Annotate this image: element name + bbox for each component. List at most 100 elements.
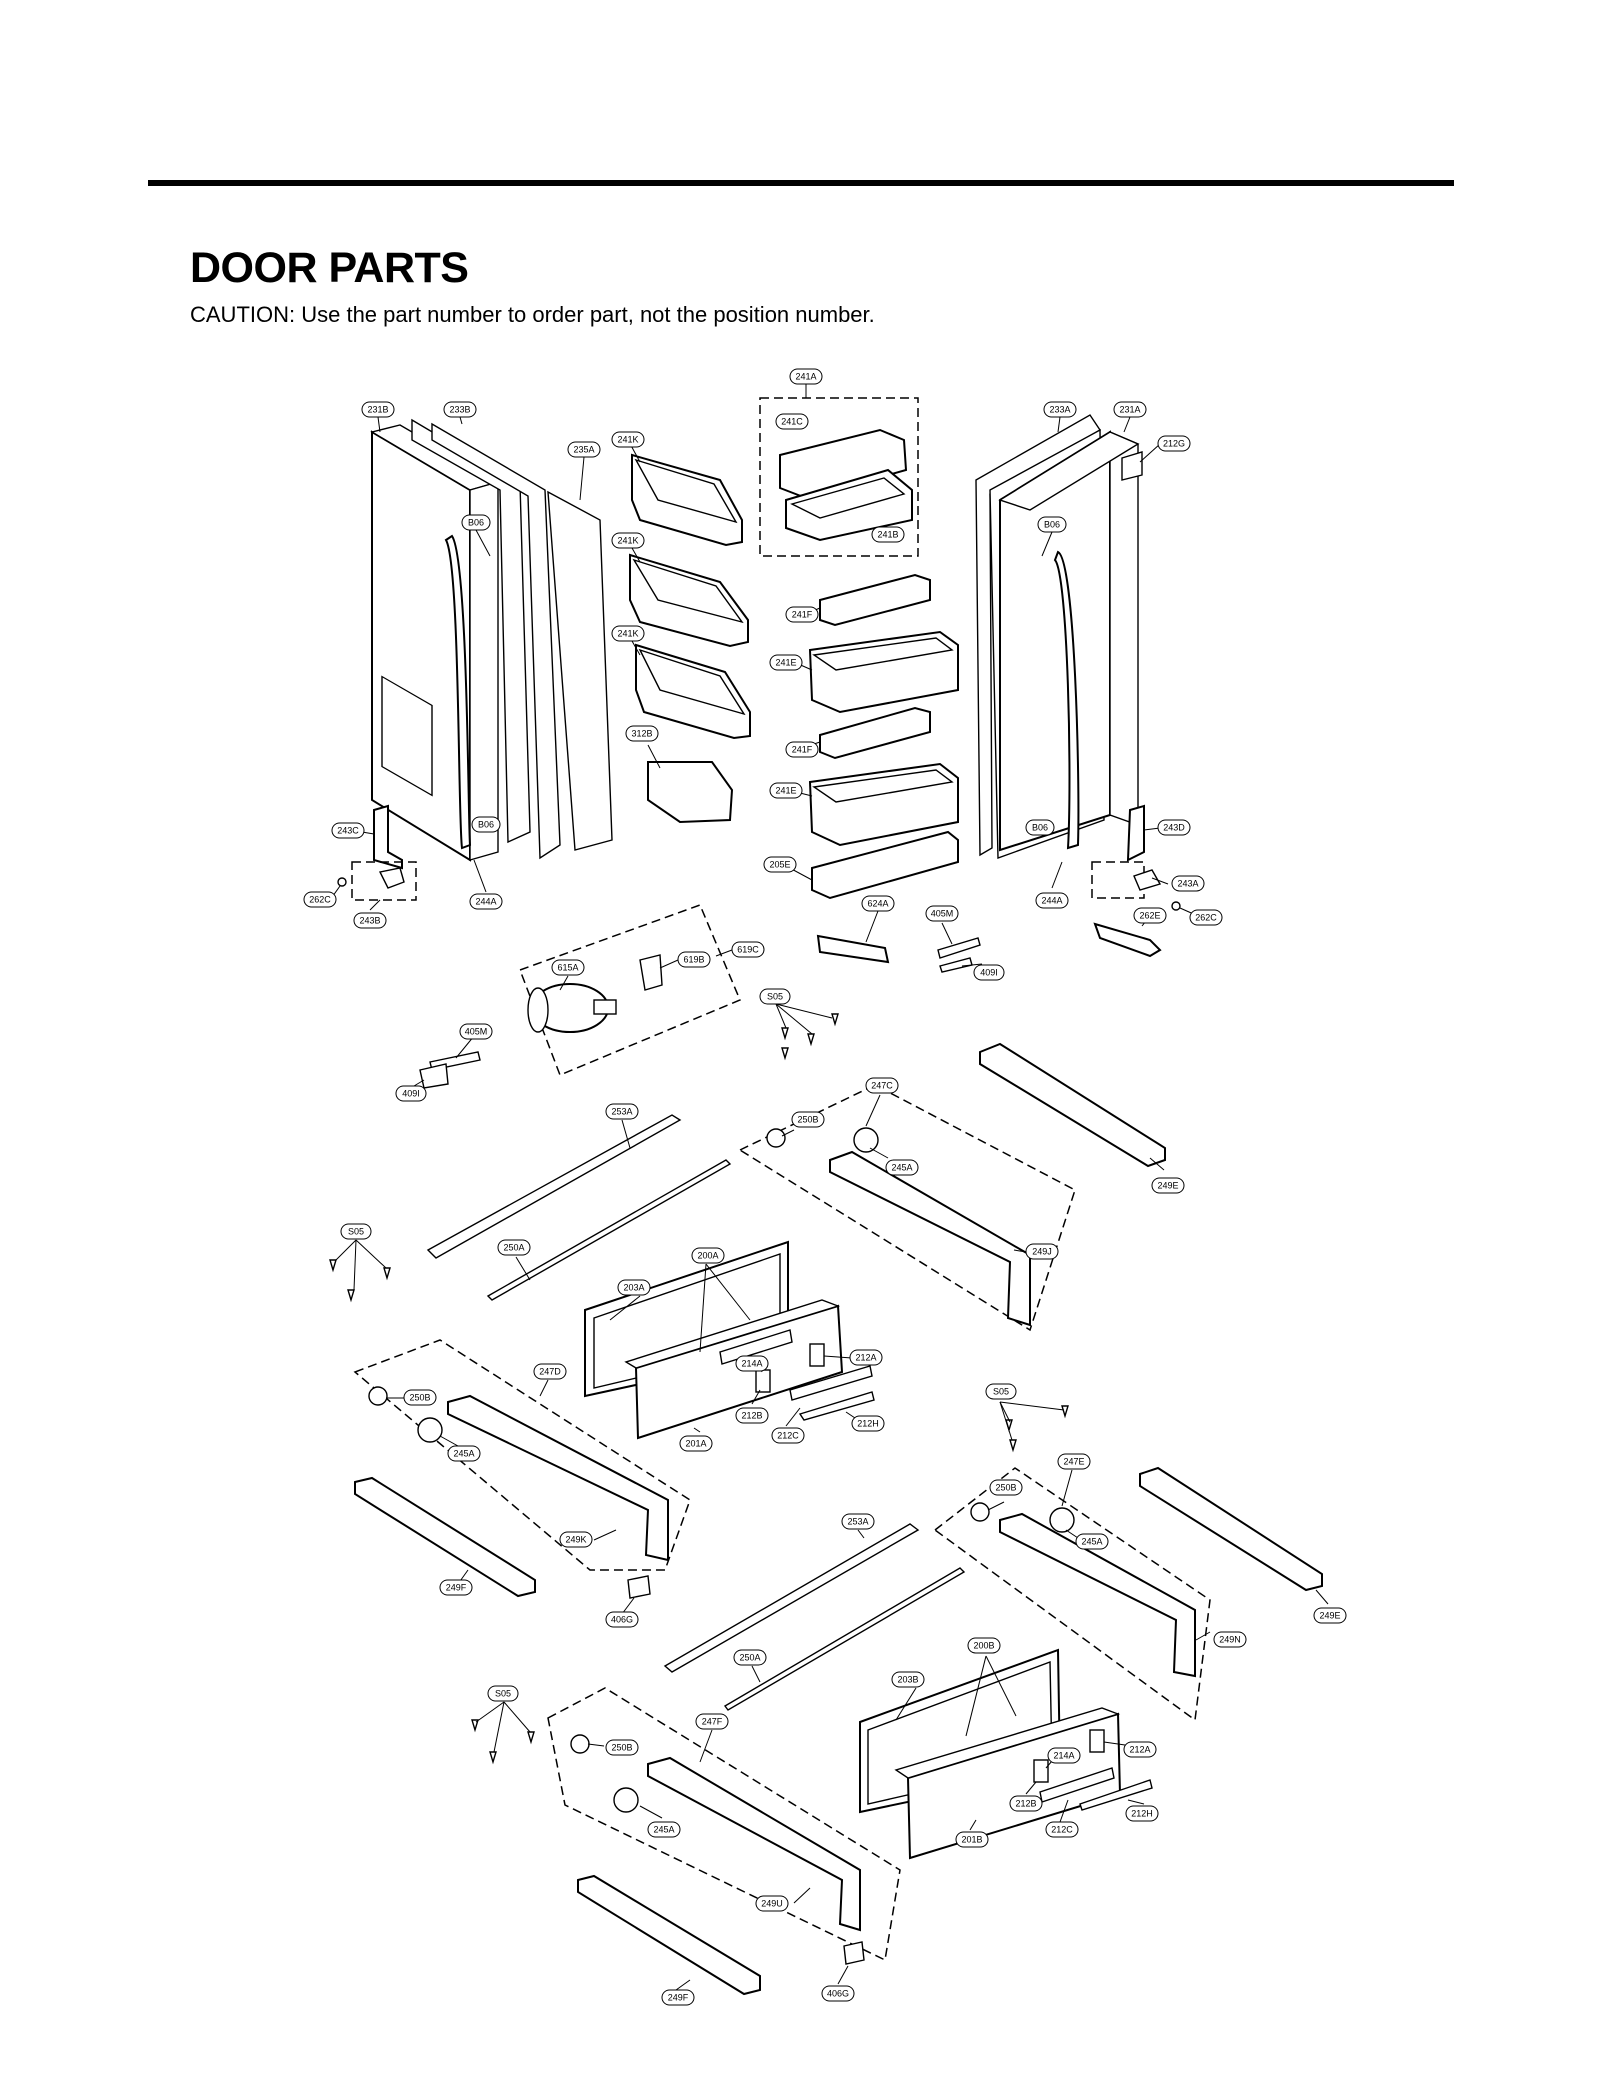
callout-615A: 615A	[551, 959, 585, 976]
svg-text:212B: 212B	[1015, 1799, 1036, 1809]
callout-S05-4: S05	[487, 1685, 519, 1702]
svg-text:231A: 231A	[1119, 405, 1140, 415]
svg-text:624A: 624A	[867, 899, 888, 909]
callout-S05-1: S05	[759, 988, 791, 1005]
callout-262C-2: 262C	[1189, 909, 1223, 926]
svg-text:S05: S05	[767, 992, 783, 1002]
callout-241B: 241B	[871, 526, 905, 543]
svg-text:203B: 203B	[897, 1675, 918, 1685]
svg-text:201B: 201B	[961, 1835, 982, 1845]
svg-text:247E: 247E	[1063, 1457, 1084, 1467]
callout-247C: 247C	[865, 1077, 899, 1094]
svg-text:245A: 245A	[891, 1163, 912, 1173]
callout-249E-2: 249E	[1313, 1607, 1347, 1624]
valve-619B	[639, 954, 663, 991]
callout-250A-1: 250A	[497, 1239, 531, 1256]
svg-text:243A: 243A	[1177, 879, 1198, 889]
callout-233A: 233A	[1043, 401, 1077, 418]
group-247E-outline	[933, 1467, 1211, 1722]
left-door	[370, 418, 613, 862]
callout-253A-1: 253A	[605, 1103, 639, 1120]
svg-text:406G: 406G	[827, 1989, 849, 1999]
bracket-212C	[789, 1365, 873, 1401]
svg-text:250B: 250B	[797, 1115, 818, 1125]
svg-text:B06: B06	[1044, 520, 1060, 530]
svg-text:619C: 619C	[737, 945, 759, 955]
svg-text:405M: 405M	[465, 1027, 488, 1037]
callout-253A-2: 253A	[841, 1513, 875, 1530]
svg-text:203A: 203A	[623, 1283, 644, 1293]
callout-406G-1: 406G	[605, 1611, 639, 1628]
svg-text:244A: 244A	[1041, 896, 1062, 906]
group-241A-outline	[759, 397, 919, 557]
svg-text:212C: 212C	[1051, 1825, 1073, 1835]
callout-212A-2: 212A	[1123, 1741, 1157, 1758]
callout-201A: 201A	[679, 1435, 713, 1452]
callout-241C: 241C	[775, 413, 809, 430]
callout-409I-1: 409I	[973, 964, 1005, 981]
callout-241F-1: 241F	[785, 606, 819, 623]
callout-S05-2: S05	[340, 1223, 372, 1240]
callout-201B: 201B	[955, 1831, 989, 1848]
gear-250B-2	[368, 1386, 388, 1406]
callout-212B-1: 212B	[735, 1407, 769, 1424]
svg-text:250A: 250A	[503, 1243, 524, 1253]
strip-253A	[426, 1114, 682, 1259]
callout-619C: 619C	[731, 941, 765, 958]
svg-text:249E: 249E	[1319, 1611, 1340, 1621]
callout-B06-4: B06	[1025, 819, 1055, 836]
hinge-243B	[378, 867, 405, 889]
svg-text:249J: 249J	[1032, 1247, 1052, 1257]
callout-405M-1: 405M	[925, 905, 959, 922]
callout-212C-2: 212C	[1045, 1821, 1079, 1838]
callout-250B-4: 250B	[605, 1739, 639, 1756]
callout-212H-1: 212H	[851, 1415, 885, 1432]
svg-text:241B: 241B	[877, 530, 898, 540]
bracket-312B	[647, 761, 734, 824]
callout-619B: 619B	[677, 951, 711, 968]
screws-S05-4	[471, 1719, 535, 1765]
callout-243A: 243A	[1171, 875, 1205, 892]
gear-245A-4	[613, 1787, 639, 1813]
svg-text:247F: 247F	[702, 1717, 723, 1727]
svg-text:249U: 249U	[761, 1899, 783, 1909]
rail-249K	[447, 1394, 669, 1562]
svg-text:B06: B06	[1032, 823, 1048, 833]
svg-text:241F: 241F	[792, 745, 813, 755]
callout-212A-1: 212A	[849, 1349, 883, 1366]
top-rule	[148, 180, 1454, 186]
svg-text:262C: 262C	[309, 895, 331, 905]
svg-text:249N: 249N	[1219, 1635, 1241, 1645]
callout-241E-1: 241E	[769, 654, 803, 671]
callout-212G: 212G	[1157, 435, 1191, 452]
svg-text:409I: 409I	[402, 1089, 420, 1099]
callout-244A-2: 244A	[1035, 892, 1069, 909]
svg-text:241E: 241E	[775, 658, 796, 668]
svg-text:250B: 250B	[611, 1743, 632, 1753]
callout-245A-3: 245A	[1075, 1533, 1109, 1550]
group-243A-outline	[1091, 861, 1145, 899]
page-title: DOOR PARTS	[190, 244, 469, 292]
valve-615A	[527, 983, 617, 1033]
svg-text:245A: 245A	[653, 1825, 674, 1835]
hinge-243D	[1126, 804, 1145, 862]
callout-B06-3: B06	[471, 816, 501, 833]
latch-212B	[755, 1369, 771, 1393]
rail-249E	[979, 1042, 1166, 1168]
screws-S05-3	[1005, 1405, 1069, 1453]
svg-text:245A: 245A	[453, 1449, 474, 1459]
svg-text:214A: 214A	[1053, 1751, 1074, 1761]
svg-text:212H: 212H	[1131, 1809, 1153, 1819]
svg-text:253A: 253A	[611, 1107, 632, 1117]
callout-200A: 200A	[691, 1247, 725, 1264]
svg-text:235A: 235A	[573, 445, 594, 455]
svg-text:249K: 249K	[565, 1535, 586, 1545]
svg-text:312B: 312B	[631, 729, 652, 739]
callout-231A: 231A	[1113, 401, 1147, 418]
latch-212A-2	[1089, 1729, 1105, 1753]
callout-247D: 247D	[533, 1363, 567, 1380]
gear-245A-3	[1049, 1507, 1075, 1533]
callout-241F-2: 241F	[785, 741, 819, 758]
group-619C-outline	[519, 904, 741, 1076]
